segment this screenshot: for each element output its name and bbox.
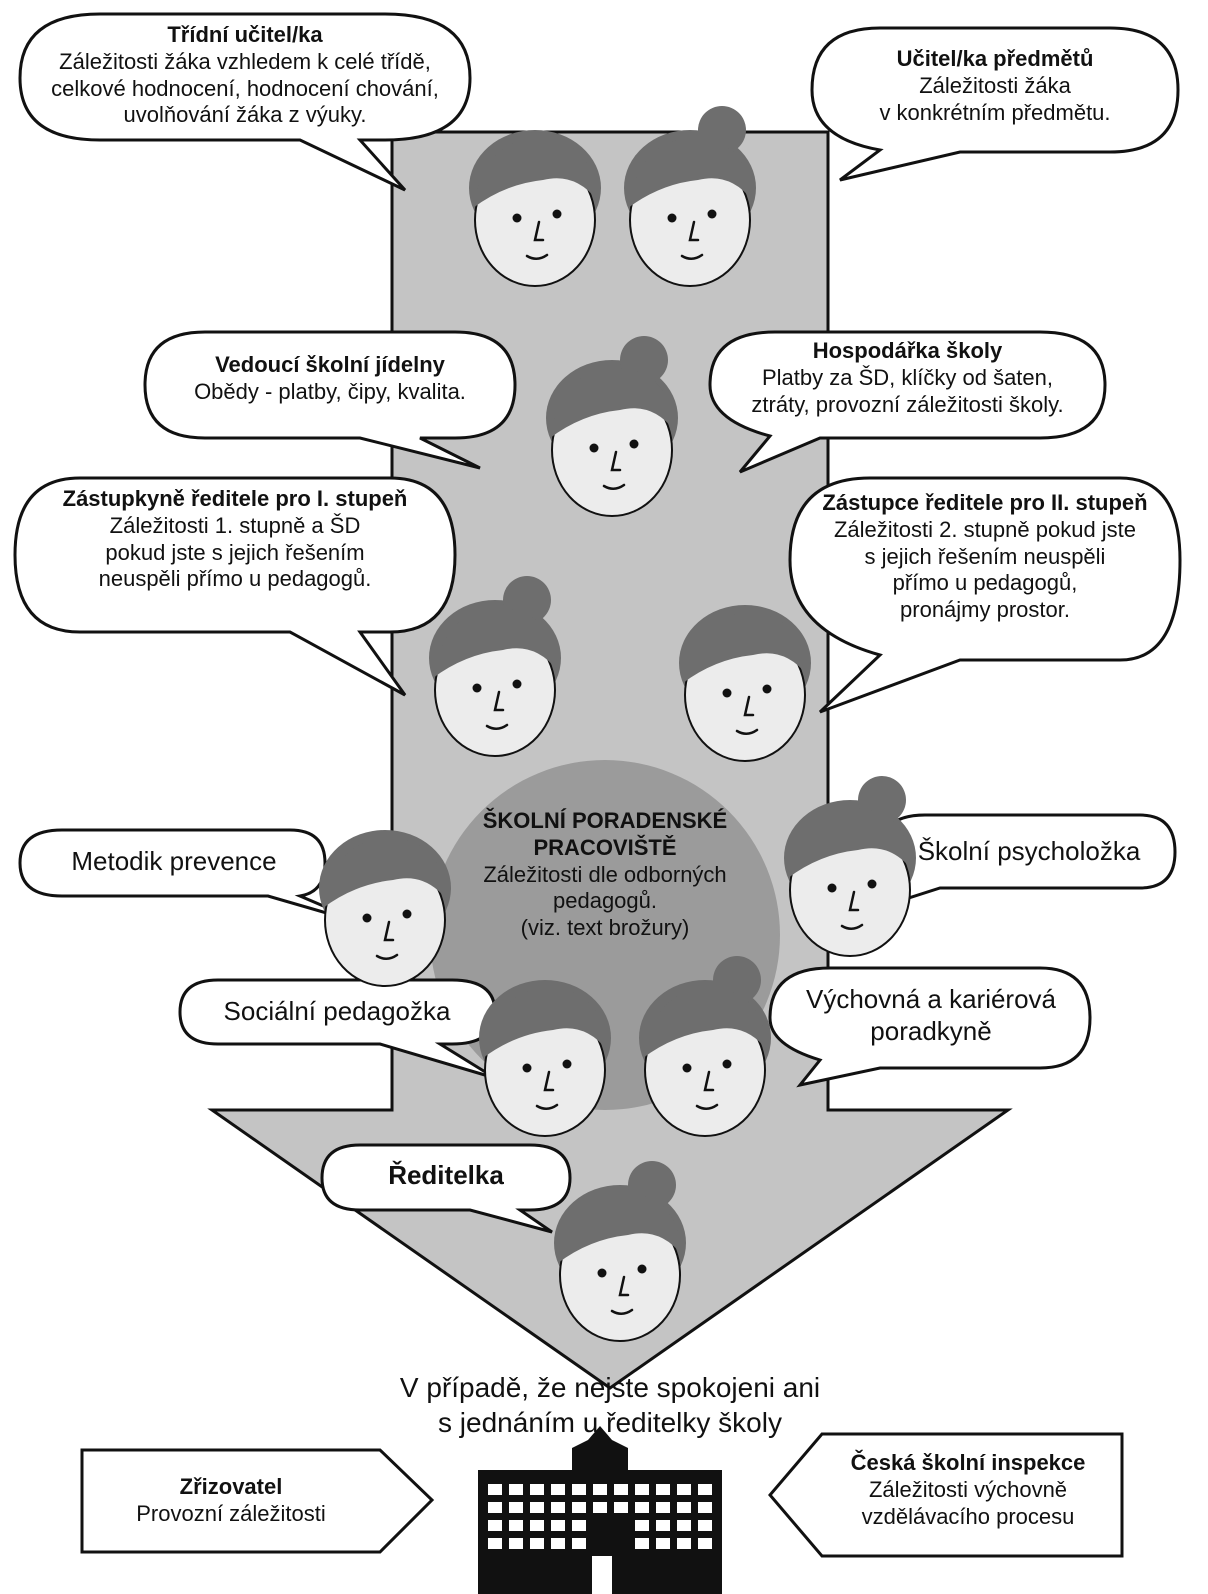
bubble-zast1-line: neuspěli přímo u pedagogů. [98, 566, 372, 592]
bubble-predmetu-line: v konkrétním předmětu. [879, 99, 1111, 125]
box-zrizovatel-line: Provozní záležitosti [136, 1500, 326, 1526]
bubble-zast1-line: Záležitosti 1. stupně a ŠD [109, 512, 361, 538]
bubble-metodik [18, 828, 369, 927]
bubble-reditelka-label: Ředitelka [388, 1160, 504, 1190]
bubble-tridni-text: Třídní učitel/ka Záležitosti žáka vzhled… [30, 22, 460, 129]
center-circle-line: pedagogů. [553, 888, 657, 914]
bubble-zast2-line: pronájmy prostor. [900, 597, 1070, 623]
face-icon [624, 106, 756, 287]
school-building-icon [478, 1426, 722, 1594]
bubble-zast2-text: Zástupce ředitele pro II. stupeň Záležit… [795, 490, 1175, 624]
center-circle-text: ŠKOLNÍ PORADENSKÉ PRACOVIŠTĚ Záležitosti… [460, 808, 750, 942]
box-zrizovatel-text: Zřizovatel Provozní záležitosti [86, 1474, 376, 1528]
face-icon [546, 336, 678, 517]
center-circle-line: Záležitosti dle odborných [483, 861, 727, 887]
bubble-zast1-text: Zástupkyně ředitele pro I. stupeň Záleži… [20, 486, 450, 593]
bubble-socialni-label: Sociální pedagožka [223, 996, 451, 1026]
bubble-zast2 [788, 476, 1182, 714]
bubble-metodik-text: Metodik prevence [24, 846, 324, 878]
bubble-reditelka [320, 1143, 572, 1234]
center-circle-title: ŠKOLNÍ PORADENSKÉ [482, 808, 728, 833]
bubble-tridni [18, 12, 472, 192]
box-inspekce-title: Česká školní inspekce [850, 1450, 1086, 1475]
bubble-tridni-line: Záležitosti žáka vzhledem k celé třídě, [59, 48, 431, 74]
face-icon [679, 605, 811, 762]
bubble-zast2-line: s jejich řešením neuspěli [864, 543, 1106, 569]
bubble-reditelka-text: Ředitelka [326, 1160, 566, 1192]
bubble-predmetu-line: Záležitosti žáka [919, 72, 1071, 98]
box-inspekce-text: Česká školní inspekce Záležitosti výchov… [818, 1450, 1118, 1530]
bubble-hospodarka-title: Hospodářka školy [812, 338, 1003, 363]
bubble-zast1 [13, 476, 457, 697]
center-circle-title: PRACOVIŠTĚ [533, 834, 677, 860]
bubble-zast1-title: Zástupkyně ředitele pro I. stupeň [62, 486, 408, 511]
bubble-vychovna-text: Výchovná a kariérová poradkyně [776, 984, 1086, 1047]
bubble-vychovna-line: Výchovná a kariérová [805, 984, 1057, 1014]
face-icon [554, 1161, 686, 1342]
bottom-text-line: s jednáním u ředitelky školy [438, 1407, 782, 1438]
bubble-hospodarka-line: ztráty, provozní záležitosti školy. [751, 391, 1064, 417]
face-icon [784, 776, 916, 957]
face-icon [639, 956, 771, 1137]
bubble-predmetu [810, 26, 1180, 182]
bubble-psycholozka-text: Školní psycholožka [884, 836, 1174, 868]
bubble-socialni-text: Sociální pedagožka [182, 996, 492, 1028]
bubble-metodik-label: Metodik prevence [71, 846, 277, 876]
bubble-jidelna [143, 330, 517, 470]
box-zrizovatel-title: Zřizovatel [179, 1474, 283, 1499]
bubble-socialni [178, 978, 497, 1080]
bubble-psycholozka-label: Školní psycholožka [917, 836, 1141, 866]
faces-layer [319, 106, 916, 1342]
bubble-jidelna-text: Vedoucí školní jídelny Obědy - platby, č… [150, 352, 510, 406]
bubble-vychovna-line: poradkyně [870, 1015, 992, 1046]
bubble-tridni-line: uvolňování žáka z výuky. [123, 102, 367, 128]
box-inspekce-shape [768, 1432, 1124, 1558]
box-zrizovatel-shape [80, 1448, 435, 1554]
bubble-jidelna-line: Obědy - platby, čipy, kvalita. [194, 378, 466, 404]
bubble-zast2-line: přímo u pedagogů, [892, 570, 1078, 596]
face-icon [469, 130, 601, 287]
bubble-jidelna-title: Vedoucí školní jídelny [215, 352, 445, 377]
bottom-text-line: V případě, že nejste spokojeni ani [399, 1372, 821, 1403]
face-icon [429, 576, 561, 757]
bubble-tridni-line: celkové hodnocení, hodnocení chování, [51, 75, 439, 101]
box-inspekce-line: Záležitosti výchovně [868, 1476, 1068, 1502]
bubble-predmetu-text: Učitel/ka předmětů Záležitosti žáka v ko… [820, 46, 1170, 126]
bubble-hospodarka [708, 330, 1107, 474]
bubble-zast1-line: pokud jste s jejich řešením [105, 539, 365, 565]
face-icon [479, 980, 611, 1137]
bubble-zast2-line: Záležitosti 2. stupně pokud jste [833, 516, 1137, 542]
bottom-text: V případě, že nejste spokojeni ani s jed… [330, 1370, 890, 1440]
face-icon [319, 830, 451, 987]
bubble-vychovna [768, 966, 1092, 1088]
bubble-hospodarka-text: Hospodářka školy Platby za ŠD, klíčky od… [715, 338, 1100, 418]
bubble-hospodarka-line: Platby za ŠD, klíčky od šaten, [761, 364, 1054, 390]
box-inspekce-line: vzdělávacího procesu [861, 1503, 1075, 1529]
bubble-predmetu-title: Učitel/ka předmětů [896, 46, 1094, 71]
bubble-zast2-title: Zástupce ředitele pro II. stupeň [822, 490, 1148, 515]
center-circle-line: (viz. text brožury) [520, 915, 690, 941]
bubble-tridni-title: Třídní učitel/ka [167, 22, 323, 47]
